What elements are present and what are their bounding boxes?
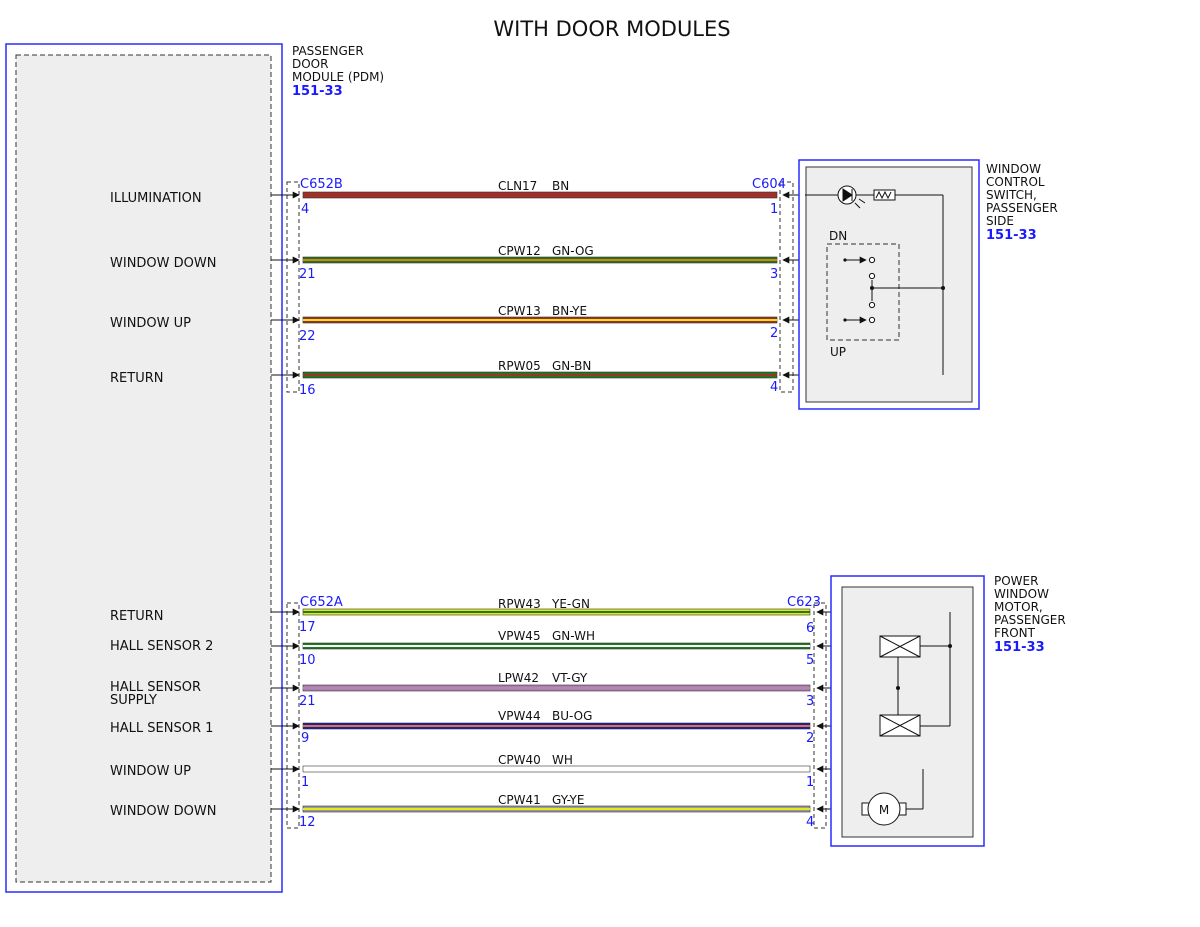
pdm-name: PASSENGER DOOR MODULE (PDM) (292, 44, 384, 84)
wire-stripe (303, 611, 810, 613)
circuit-row: WINDOW UP CPW13 BN-YE 22 2 (110, 304, 845, 344)
switch-ref: 151-33 (986, 228, 1037, 243)
connector-c623-label: C623 (787, 595, 821, 610)
circuit-label: WINDOW DOWN (110, 256, 216, 271)
pin-left: 4 (301, 202, 309, 217)
pin-right: 1 (806, 775, 814, 790)
pin-left: 17 (299, 620, 316, 635)
pin-right: 2 (770, 326, 778, 341)
pin-right: 3 (770, 267, 778, 282)
connector-c604-label: C604 (752, 177, 786, 192)
circuit-label: ILLUMINATION (110, 191, 202, 206)
wire-stripe (303, 687, 810, 689)
circuit-label: WINDOW UP (110, 316, 191, 331)
page-title: WITH DOOR MODULES (493, 17, 730, 41)
motor-name: POWER WINDOW MOTOR, PASSENGER FRONT (994, 574, 1070, 640)
pin-right: 5 (806, 653, 814, 668)
wire-stripe (303, 645, 810, 647)
pin-left: 22 (299, 329, 316, 344)
wire-stripe (303, 725, 810, 727)
circuit-color: GN-BN (552, 359, 591, 373)
pin-left: 10 (299, 653, 316, 668)
pdm-module: PASSENGER DOOR MODULE (PDM) 151-33 (5, 43, 384, 893)
pin-left: 12 (299, 815, 316, 830)
circuit-color: YE-GN (551, 597, 590, 611)
circuit-row: HALL SENSOR SUPPLY LPW42 VT-GY 21 3 (110, 671, 898, 709)
circuit-row: ILLUMINATION CLN17 BN 4 1 (110, 179, 805, 217)
pin-right: 6 (806, 621, 814, 636)
connector-c623-outline (813, 602, 827, 829)
circuit-color: BU-OG (552, 709, 592, 723)
wire (302, 191, 778, 199)
connector-c652b-label: C652B (300, 177, 343, 192)
pin-right: 4 (770, 380, 778, 395)
switch-dn-label: DN (829, 229, 847, 243)
circuit-label: RETURN (110, 371, 163, 386)
circuit-color: BN (552, 179, 569, 193)
pin-left: 1 (301, 775, 309, 790)
circuit-row: WINDOW DOWN CPW41 GY-YE 12 4 (110, 793, 862, 830)
power-window-motor: M POWER WINDOW MOTOR, PASSENGER FRONT 15… (830, 574, 1070, 847)
pin-right: 1 (770, 202, 778, 217)
circuit-color: BN-YE (552, 304, 587, 318)
pin-left: 21 (299, 267, 316, 282)
wire (302, 765, 811, 773)
circuit-id: CPW12 (498, 244, 541, 258)
upper-circuits: ILLUMINATION CLN17 BN 4 1 WINDOW DOWN CP… (110, 179, 943, 398)
pin-right: 2 (806, 731, 814, 746)
circuit-label: HALL SENSOR 2 (110, 639, 213, 654)
motor-icon (867, 792, 901, 826)
circuit-color: GN-WH (552, 629, 595, 643)
connector-c604-outline (779, 181, 794, 393)
connector-c652a-outline (286, 602, 300, 829)
circuit-label: WINDOW UP (110, 764, 191, 779)
circuit-color: VT-GY (552, 671, 588, 685)
circuit-label: WINDOW DOWN (110, 804, 216, 819)
wire-stripe (303, 374, 777, 376)
switch-contacts (826, 243, 900, 341)
circuit-color: WH (552, 753, 573, 767)
circuit-color: GY-YE (552, 793, 584, 807)
circuit-label: RETURN (110, 609, 163, 624)
connector-c652b-outline (286, 181, 300, 393)
circuit-id: CPW40 (498, 753, 541, 767)
pin-left: 9 (301, 731, 309, 746)
window-control-switch: DN UP WINDOW CONTROL SWITCH, PASSENGER S… (798, 159, 1062, 410)
circuit-id: CPW13 (498, 304, 541, 318)
wire-stripe (303, 259, 777, 261)
circuit-color: GN-OG (552, 244, 594, 258)
wire-stripe (303, 808, 810, 810)
circuit-label: HALL SENSOR SUPPLY (110, 680, 205, 708)
circuit-id: RPW43 (498, 597, 541, 611)
pin-right: 4 (806, 815, 814, 830)
circuit-row: HALL SENSOR 2 VPW45 GN-WH 10 5 (110, 629, 880, 668)
pin-left: 16 (299, 383, 316, 398)
circuit-label: HALL SENSOR 1 (110, 721, 213, 736)
pin-left: 21 (299, 694, 316, 709)
circuit-id: LPW42 (498, 671, 539, 685)
switch-up-label: UP (830, 345, 846, 359)
circuit-id: VPW45 (498, 629, 541, 643)
motor-ref: 151-33 (994, 640, 1045, 655)
switch-name: WINDOW CONTROL SWITCH, PASSENGER SIDE (986, 162, 1062, 228)
circuit-id: CLN17 (498, 179, 537, 193)
circuit-row: HALL SENSOR 1 VPW44 BU-OG 9 2 (110, 709, 880, 746)
circuit-id: CPW41 (498, 793, 541, 807)
circuit-id: VPW44 (498, 709, 541, 723)
motor-symbol-label: M (879, 803, 889, 817)
pin-right: 3 (806, 694, 814, 709)
connector-c652a-label: C652A (300, 595, 343, 610)
circuit-id: RPW05 (498, 359, 541, 373)
pdm-ref: 151-33 (292, 84, 343, 99)
wire-stripe (303, 319, 777, 321)
circuit-row: WINDOW DOWN CPW12 GN-OG 21 3 (110, 244, 845, 282)
circuit-row: RETURN RPW43 YE-GN 17 6 (110, 597, 950, 636)
